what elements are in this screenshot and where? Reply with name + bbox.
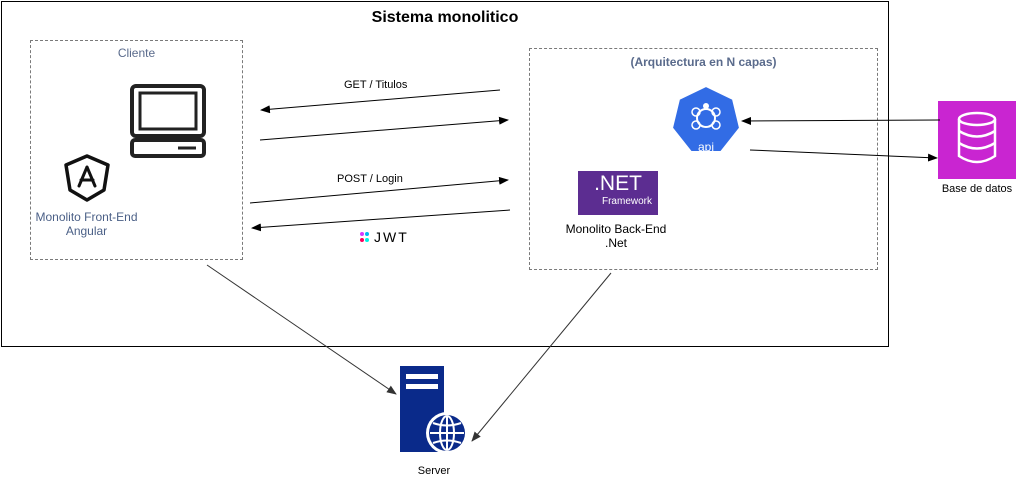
backend-group: [529, 48, 878, 270]
db-to-api-arrow: [741, 116, 941, 125]
client-label-line2: Angular: [65, 224, 108, 238]
post-response-arrow: [251, 209, 511, 232]
post-arrow-label: POST / Login: [337, 173, 403, 185]
get-arrow-label: GET / Titulos: [344, 79, 408, 91]
backend-group-label: (Arquitectura en N capas): [630, 55, 777, 69]
angular-icon: [64, 154, 110, 202]
api-label: api: [697, 140, 714, 154]
jwt-logo-icon: [360, 232, 369, 242]
server-icon: [400, 366, 468, 454]
dotnet-logo-text: .NET: [594, 172, 642, 195]
dotnet-logo-subtext: Framework: [601, 196, 652, 207]
post-request-arrow: [249, 176, 509, 204]
database-icon: [938, 101, 1016, 179]
backend-label-line1: Monolito Back-End: [565, 222, 667, 236]
monolithic-system-boundary: [1, 1, 889, 347]
backend-label-line2: .Net: [604, 236, 627, 250]
monitor-icon: [130, 84, 206, 158]
client-label: Monolito Front-End Angular: [30, 210, 143, 238]
get-request-arrow: [259, 116, 509, 141]
diagram-title: Sistema monolitico: [371, 9, 519, 26]
get-response-arrow: [260, 89, 501, 114]
client-to-server-connector: [206, 264, 397, 395]
database-label: Base de datos: [941, 183, 1013, 195]
jwt-logo-text: JWT: [374, 229, 409, 245]
client-group: [30, 40, 243, 260]
server-label: Server: [417, 465, 451, 477]
dotnet-framework-logo: [578, 171, 658, 215]
backend-to-server-connector: [471, 272, 612, 442]
api-to-db-arrow: [749, 149, 938, 162]
client-group-label: Cliente: [117, 46, 156, 60]
backend-label: Monolito Back-End .Net: [556, 222, 676, 250]
api-kubernetes-icon: [670, 84, 742, 153]
client-label-line1: Monolito Front-End: [35, 210, 138, 224]
